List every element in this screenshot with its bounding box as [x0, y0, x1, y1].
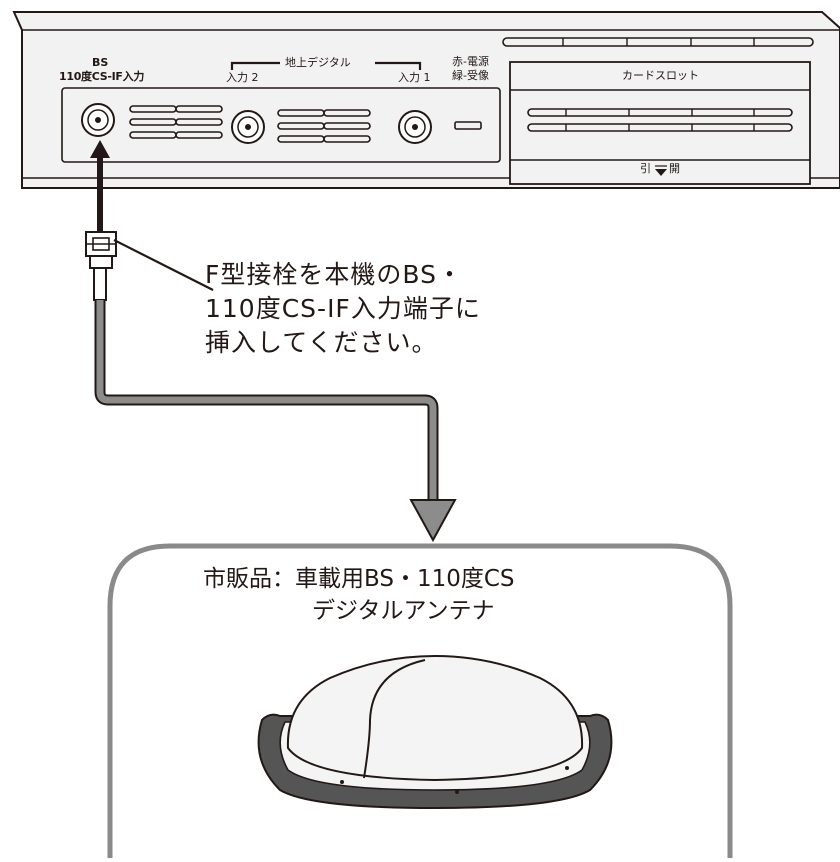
bs-label: BS	[92, 56, 109, 69]
input2-label: 入力 2	[226, 71, 259, 84]
top-trim	[502, 37, 814, 47]
instruction-line-1: F型接栓を本機のBS・	[205, 260, 463, 289]
input1-label: 入力 1	[398, 71, 431, 84]
cs-if-input-label: 110度CS-IF入力	[59, 70, 145, 83]
terrestrial-input1-connector	[398, 110, 432, 144]
pull-arrow-icon	[655, 169, 667, 176]
leader-line	[113, 239, 214, 291]
insert-arrow-icon	[90, 140, 110, 158]
led-label-reception: 緑-受像	[452, 69, 489, 82]
product-line-1: 市販品：車載用BS・110度CS	[203, 566, 515, 592]
led-label-power: 赤-電源	[452, 55, 489, 68]
card-slot-label: カードスロット	[622, 69, 699, 82]
terrestrial-bracket	[230, 61, 422, 70]
instruction-line-2: 110度CS-IF入力端子に	[205, 294, 481, 323]
terrestrial-input2-connector	[231, 110, 265, 144]
product-line-2: デジタルアンテナ	[312, 598, 495, 624]
f-connector	[85, 231, 117, 301]
cable-direction-arrow-icon	[409, 499, 457, 543]
instruction-line-3: 挿入してください。	[205, 328, 438, 357]
receiver-unit	[12, 11, 840, 189]
antenna-cable	[85, 140, 457, 543]
connector-bay	[61, 87, 501, 163]
product-box	[107, 543, 733, 858]
antenna-dome-image	[257, 654, 613, 810]
terrestrial-digital-label: 地上デジタル	[285, 56, 351, 69]
open-label: 開	[669, 162, 680, 175]
pull-label: 引	[640, 162, 651, 175]
card-slot-door	[509, 61, 811, 185]
led-indicator	[454, 121, 482, 130]
bs-connector	[81, 103, 115, 137]
cable-arrow-shaft	[97, 152, 103, 232]
